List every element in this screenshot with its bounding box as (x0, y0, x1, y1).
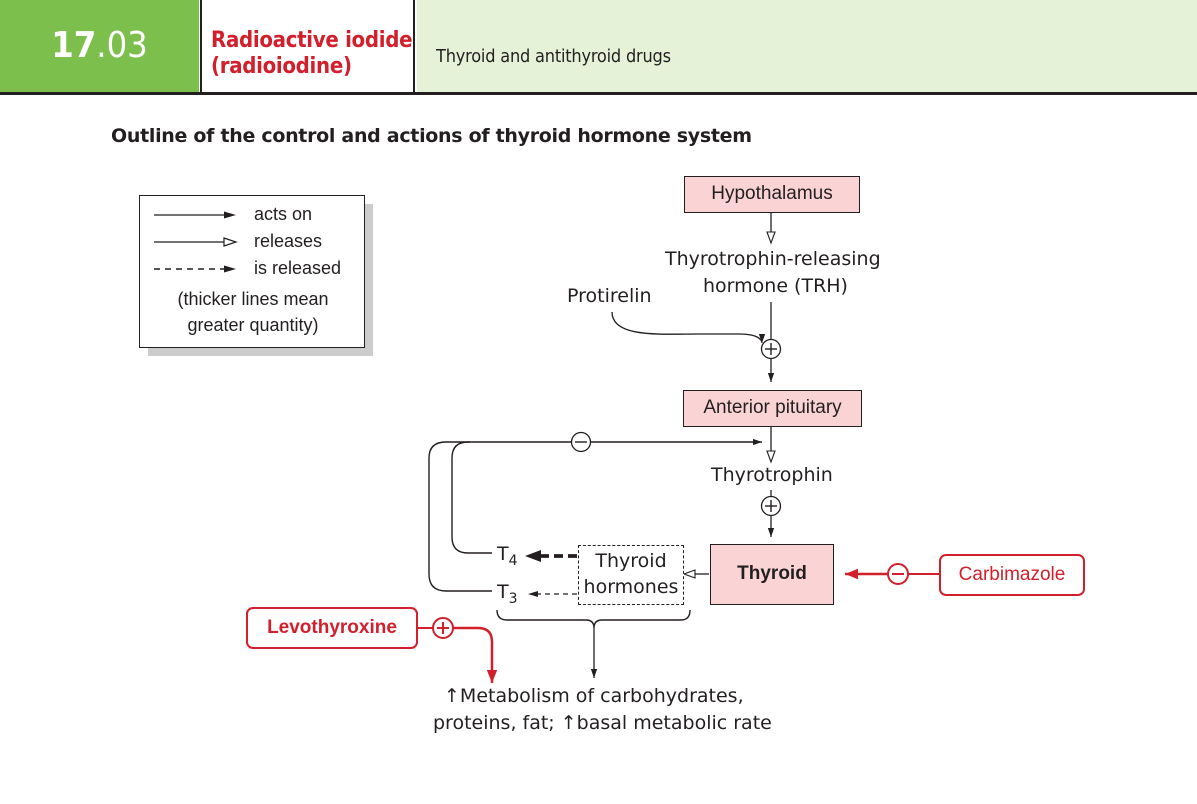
legend-is-released-arrowhead (224, 265, 236, 273)
combined-brace (496, 609, 691, 629)
legend-arrows (154, 211, 238, 273)
t3-feedback-line (428, 441, 492, 592)
chapter-number: 17.03 (0, 0, 199, 92)
legend-note-line1: (thicker lines mean (177, 289, 329, 309)
t4-label: T4 (497, 543, 518, 569)
t3-arrowhead (528, 591, 538, 597)
header-rule (0, 92, 1197, 95)
t4-feedback-line (451, 438, 762, 554)
t4-arrowhead (525, 550, 541, 562)
legend-note-line2: greater quantity) (187, 315, 319, 335)
trh-label-line1: Thyrotrophin-releasing (665, 248, 881, 270)
levothyroxine-arrow (453, 626, 498, 683)
thyroid-box: Thyroid (710, 544, 834, 605)
carbimazole-drug-box: Carbimazole (939, 554, 1085, 596)
thyroid-hormones-line1: Thyroid (595, 550, 667, 572)
chapter-title-line1: Radioactive iodide (211, 28, 413, 53)
legend-acts-on-arrowhead (224, 211, 236, 219)
trh-label-line2: hormone (TRH) (703, 275, 848, 297)
legend-releases-label: releases (254, 231, 323, 251)
protirelin-arrow (611, 311, 766, 344)
thyroid-hormones-box: Thyroid hormones (578, 545, 684, 605)
t3-label: T3 (497, 581, 518, 607)
effect-line2: proteins, fat; ↑basal metabolic rate (433, 712, 772, 734)
pituitary-release-arrowhead (766, 450, 776, 464)
figure-title: Outline of the control and actions of th… (111, 125, 752, 147)
legend-box: acts on releases is released (thicker li… (139, 195, 365, 348)
thyroid-hormones-line2: hormones (583, 576, 679, 598)
protirelin-label: Protirelin (567, 285, 652, 307)
page-header: 17.03 Radioactive iodide (radioiodine) T… (0, 0, 1197, 95)
thyroid-release-arrowhead (682, 569, 696, 579)
hypothalamus-box: Hypothalamus (684, 176, 860, 213)
levothyroxine-drug-box: Levothyroxine (246, 607, 418, 649)
thyrotrophin-label: Thyrotrophin (711, 464, 833, 486)
chapter-title-line2: (radioiodine) (211, 54, 352, 79)
legend-releases-arrowhead (223, 237, 238, 247)
legend-is-released-label: is released (254, 258, 342, 278)
effect-line1: ↑Metabolism of carbohydrates, (444, 685, 744, 707)
chapter-subtitle: Thyroid and antithyroid drugs (417, 0, 1197, 92)
legend-acts-on-label: acts on (254, 204, 313, 224)
anterior-pituitary-box: Anterior pituitary (683, 390, 862, 427)
hypothalamus-release-arrowhead (766, 231, 776, 245)
chapter-title: Radioactive iodide (radioiodine) (200, 0, 415, 92)
